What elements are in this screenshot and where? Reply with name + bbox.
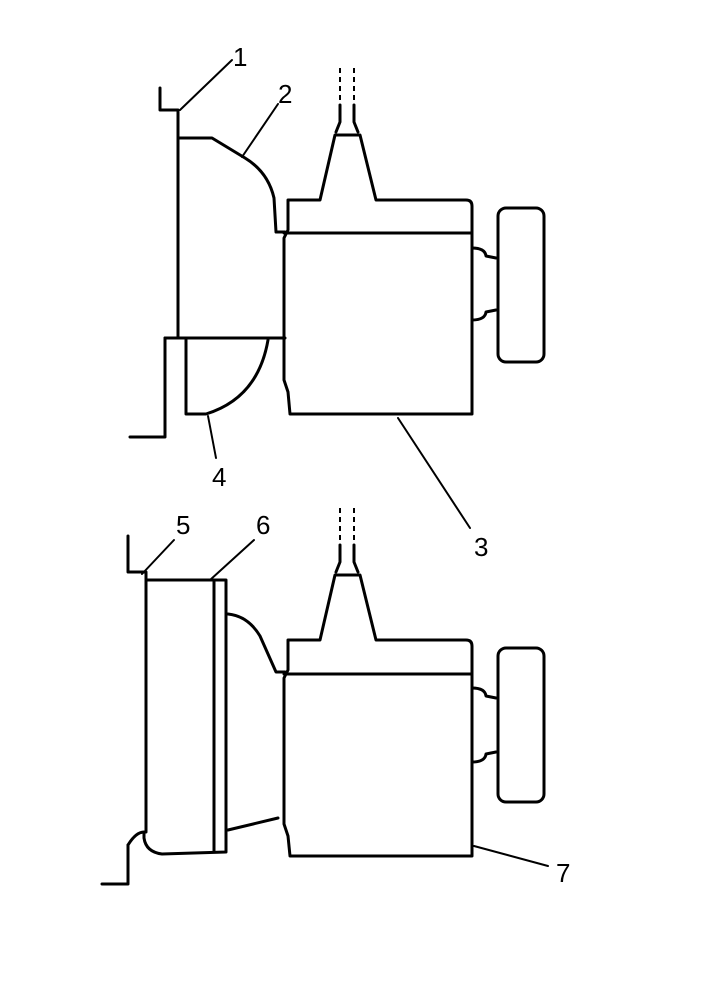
top-shaft-base — [334, 103, 360, 134]
top-engine-block — [282, 133, 474, 416]
top-assembly — [128, 59, 546, 529]
callout-1: 1 — [233, 42, 247, 72]
leader-7 — [473, 845, 549, 867]
leader-3 — [397, 417, 471, 529]
callout-6: 6 — [256, 510, 270, 540]
bottom-shaft-base — [334, 543, 360, 574]
callout-7: 7 — [556, 858, 570, 888]
bottom-right-bumps — [470, 686, 498, 764]
top-adapter-housing — [176, 136, 287, 234]
bottom-housing-bottom — [226, 816, 280, 832]
bottom-engine-block — [282, 573, 474, 858]
leader-6 — [209, 539, 255, 581]
leader-1 — [179, 59, 233, 111]
top-right-bumps — [470, 246, 498, 322]
leader-4 — [207, 415, 217, 459]
leader-2 — [241, 103, 279, 158]
bottom-assembly — [100, 508, 549, 886]
callout-5: 5 — [176, 510, 190, 540]
bottom-right-pad — [496, 646, 546, 804]
top-wall-upper — [158, 86, 180, 340]
leader-5 — [141, 539, 175, 575]
top-wall-lower — [128, 336, 167, 439]
top-right-pad — [496, 206, 546, 364]
bottom-wall-lower — [100, 843, 130, 886]
bottom-housing-top — [226, 612, 287, 674]
bottom-wall-upper — [126, 534, 148, 582]
top-lower-cover — [184, 338, 270, 416]
callout-4: 4 — [212, 462, 226, 492]
callout-3: 3 — [474, 532, 488, 562]
bottom-adapter-plate — [126, 578, 228, 856]
callout-2: 2 — [278, 79, 292, 109]
